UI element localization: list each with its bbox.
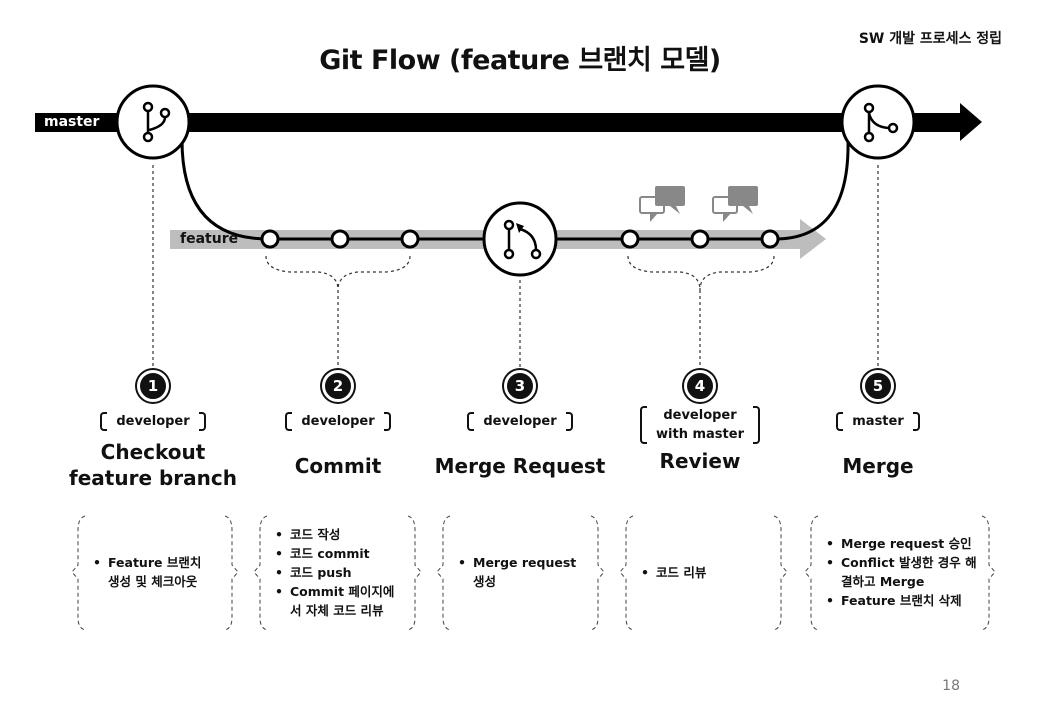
merge-icon xyxy=(840,84,916,160)
step-name: Checkout feature branch xyxy=(69,440,237,490)
connectors xyxy=(152,165,879,370)
bullet-item: Commit 페이지에서 자체 코드 리뷰 xyxy=(275,582,402,620)
page-number: 18 xyxy=(942,678,960,694)
step-name: Merge Request xyxy=(434,454,606,478)
bullet-item: Feature 브랜치 생성 및 체크아웃 xyxy=(93,553,208,591)
step-role: master xyxy=(836,412,920,431)
master-branch-label: master xyxy=(44,114,100,130)
bullet-item: Conflict 발생한 경우 해결하고 Merge xyxy=(826,553,981,591)
step-role: developer with master xyxy=(640,406,760,444)
bullet-item: 코드 리뷰 xyxy=(641,563,706,582)
section-label: SW 개발 프로세스 정립 xyxy=(858,31,1002,47)
step-name: Review xyxy=(659,449,741,473)
merge-in-curve xyxy=(774,139,850,241)
step-merge: 5 master Merge xyxy=(788,370,968,479)
step-number: 4 xyxy=(684,370,716,402)
detail-box-review: 코드 리뷰 xyxy=(626,514,781,630)
branch-icon xyxy=(115,84,191,160)
bullet-item: 코드 commit xyxy=(275,544,402,563)
detail-box-commit: 코드 작성 코드 commit 코드 push Commit 페이지에서 자체 … xyxy=(260,514,415,630)
detail-brackets xyxy=(71,515,996,631)
bullet-item: 코드 작성 xyxy=(275,525,402,544)
detail-box-merge: Merge request 승인 Conflict 발생한 경우 해결하고 Me… xyxy=(811,514,989,630)
master-branch xyxy=(35,103,982,141)
bullet-item: Feature 브랜치 삭제 xyxy=(826,591,981,610)
comment-icon xyxy=(639,186,685,222)
bullet-list: 코드 리뷰 xyxy=(626,563,706,582)
step-review: 4 developer with master Review xyxy=(610,370,790,474)
step-number: 2 xyxy=(322,370,354,402)
step-role: developer xyxy=(467,412,574,431)
step-number: 5 xyxy=(862,370,894,402)
bullet-item: Merge request 생성 xyxy=(458,553,578,591)
comment-icon xyxy=(712,186,758,222)
step-name: Merge xyxy=(842,454,914,478)
page-title: Git Flow (feature 브랜치 모델) xyxy=(319,45,721,76)
step-checkout: 1 developer Checkout feature branch xyxy=(63,370,243,491)
bullet-list: Merge request 승인 Conflict 발생한 경우 해결하고 Me… xyxy=(811,534,981,610)
branch-out-curve xyxy=(180,139,269,241)
bullet-list: Feature 브랜치 생성 및 체크아웃 xyxy=(78,553,208,591)
bullet-list: Merge request 생성 xyxy=(443,553,578,591)
detail-box-checkout: Feature 브랜치 생성 및 체크아웃 xyxy=(78,514,228,630)
step-role: developer xyxy=(100,412,207,431)
bullet-item: 코드 push xyxy=(275,563,402,582)
step-commit: 2 developer Commit xyxy=(248,370,428,479)
feature-branch-label: feature xyxy=(180,231,239,247)
pull-request-icon xyxy=(482,201,558,277)
bullet-item: Merge request 승인 xyxy=(826,534,981,553)
step-name: Commit xyxy=(294,454,382,478)
commit-dots xyxy=(260,229,780,249)
step-role: developer xyxy=(285,412,392,431)
step-number: 3 xyxy=(504,370,536,402)
detail-box-merge-request: Merge request 생성 xyxy=(443,514,598,630)
step-number: 1 xyxy=(137,370,169,402)
bullet-list: 코드 작성 코드 commit 코드 push Commit 페이지에서 자체 … xyxy=(260,525,402,620)
step-merge-request: 3 developer Merge Request xyxy=(430,370,610,479)
